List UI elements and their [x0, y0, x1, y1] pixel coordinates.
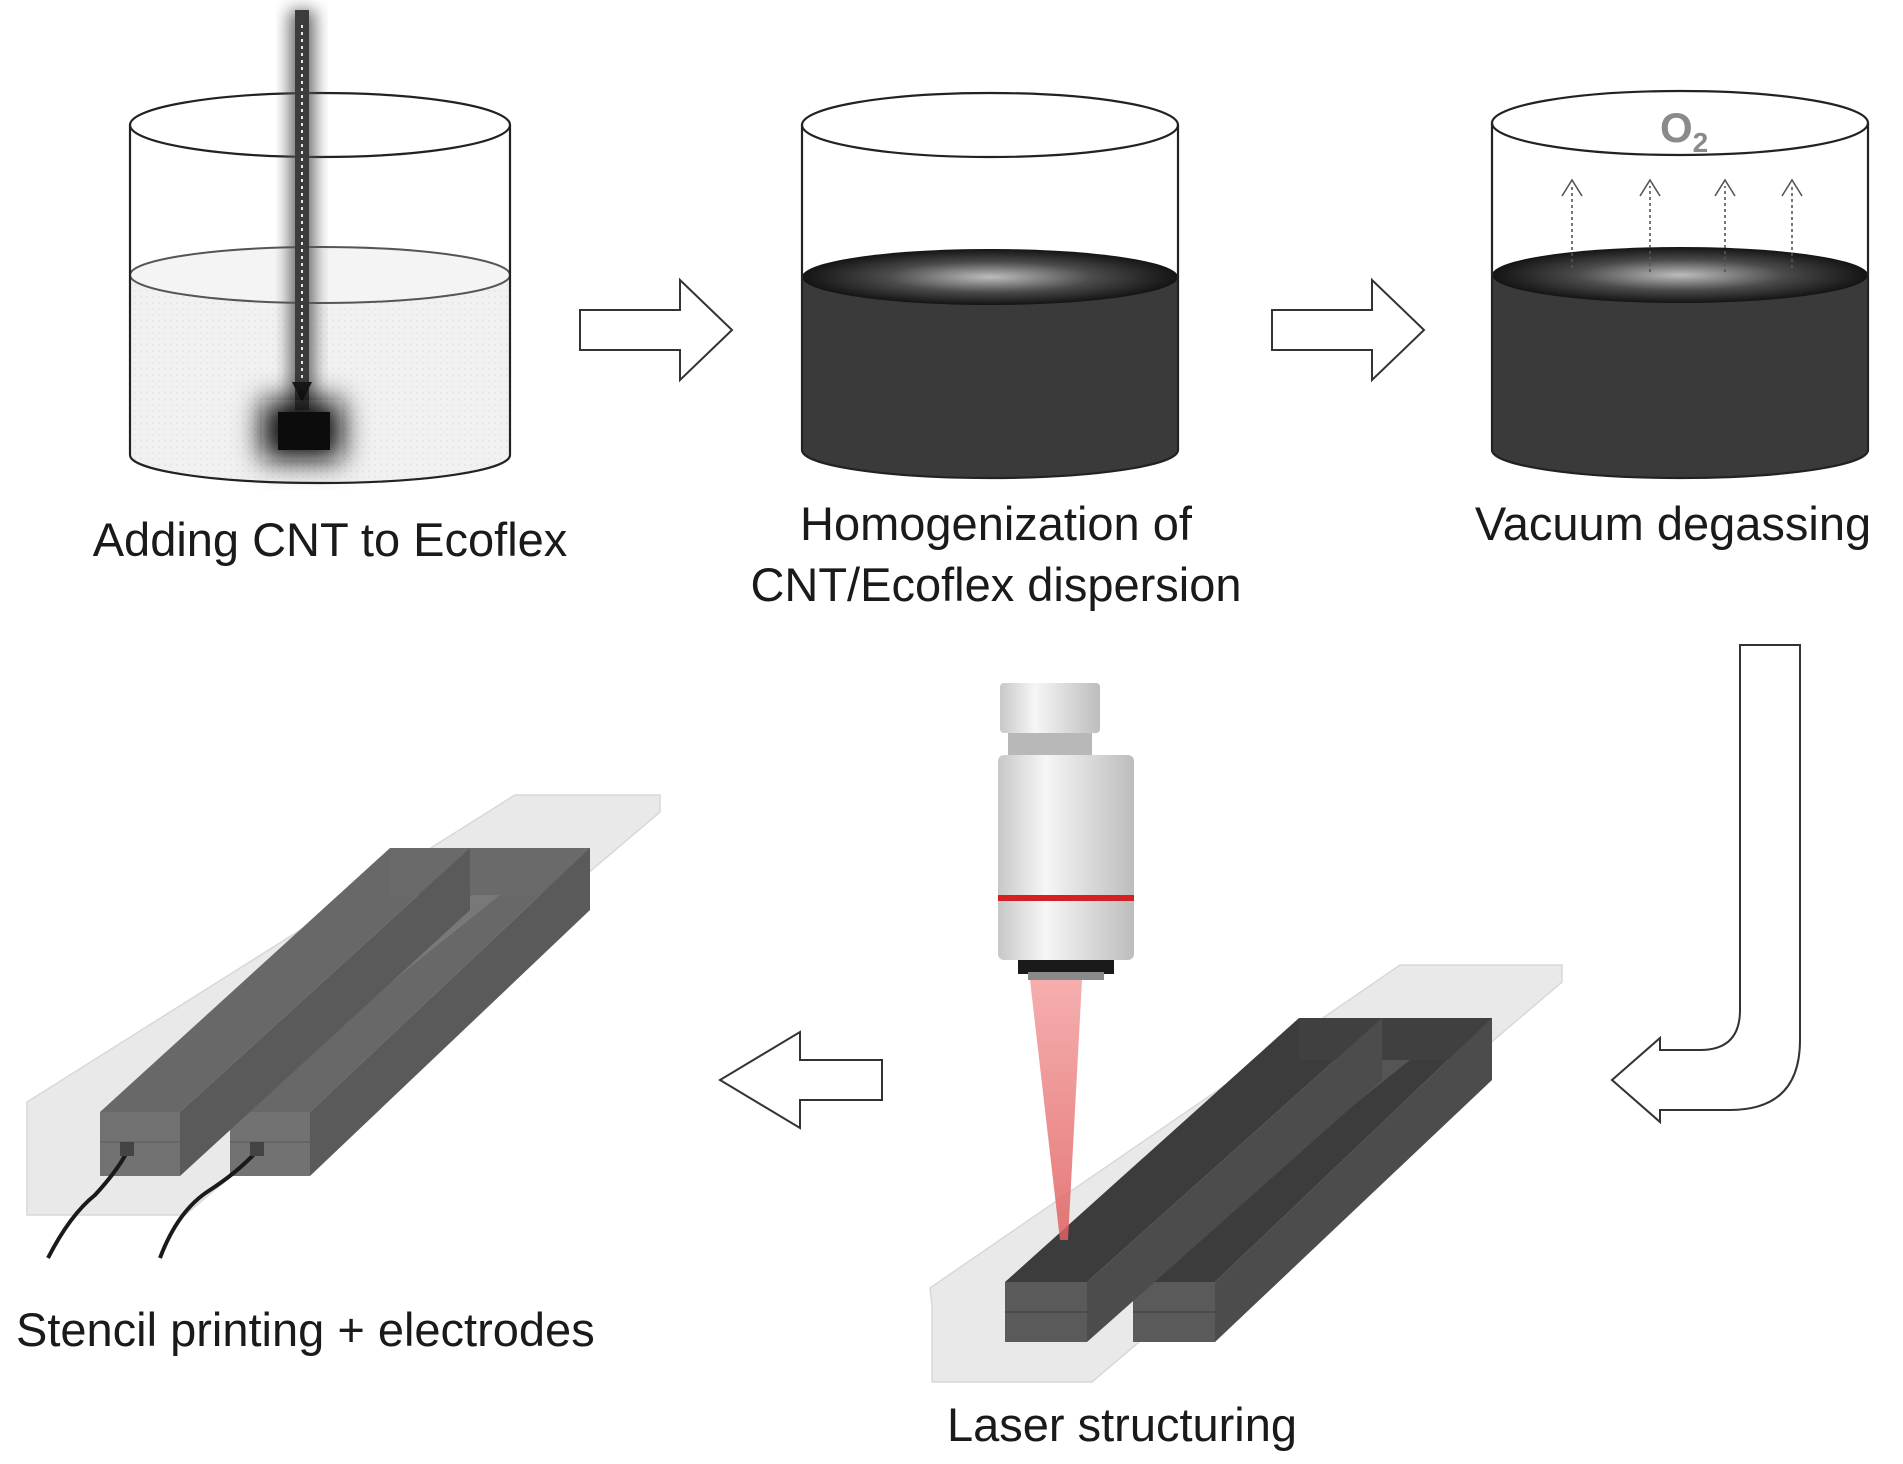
- oxygen-symbol: O: [1660, 104, 1693, 151]
- stirrer-head: [278, 412, 330, 450]
- electrode-wire: [158, 1148, 260, 1259]
- beaker-degassing: O2: [1490, 89, 1870, 480]
- beaker-adding-cnt: [128, 10, 512, 485]
- oxygen-subscript: 2: [1693, 127, 1709, 158]
- step-label-homogenization-line1: Homogenization of: [800, 497, 1192, 550]
- oxygen-label: O2: [1660, 104, 1708, 158]
- ecoflex-surface: [129, 246, 511, 304]
- step-label-laser: Laser structuring: [946, 1398, 1298, 1451]
- cnt-dispersion-body: [1492, 275, 1868, 478]
- cnt-dispersion-surface: [1492, 247, 1868, 303]
- arrow-left-icon: [718, 1030, 883, 1130]
- laser-beam: [1030, 980, 1082, 1240]
- arrow-bent-icon: [1610, 644, 1801, 1125]
- electrode-wire: [46, 1149, 130, 1259]
- objective-body: [1008, 733, 1092, 755]
- arrow-right-icon: [579, 277, 734, 383]
- objective-top: [1000, 683, 1100, 733]
- cnt-dispersion-body: [802, 277, 1178, 478]
- u-electrode: [1005, 1018, 1492, 1342]
- objective-lower: [998, 755, 1134, 960]
- beaker-homogenization: [800, 91, 1180, 480]
- arrow-right-icon: [1271, 277, 1426, 383]
- step-label-stencil: Stencil printing + electrodes: [16, 1303, 595, 1356]
- objective-band: [998, 895, 1134, 901]
- arrow-down-icon: [292, 382, 312, 402]
- beaker-rim: [128, 91, 512, 159]
- step-label-degassing: Vacuum degassing: [1474, 497, 1872, 550]
- cnt-dispersion-surface: [802, 249, 1178, 305]
- stencil-printed-sensor: [26, 794, 661, 1259]
- objective-tip: [1018, 960, 1114, 974]
- ecoflex-liquid: [130, 275, 510, 483]
- beaker-rim: [800, 91, 1180, 159]
- step-label-adding: Adding CNT to Ecoflex: [92, 513, 568, 566]
- step-label-homogenization-line2: CNT/Ecoflex dispersion: [750, 558, 1242, 611]
- gas-arrows: [1561, 178, 1803, 272]
- laser-structuring-device: [929, 683, 1563, 1383]
